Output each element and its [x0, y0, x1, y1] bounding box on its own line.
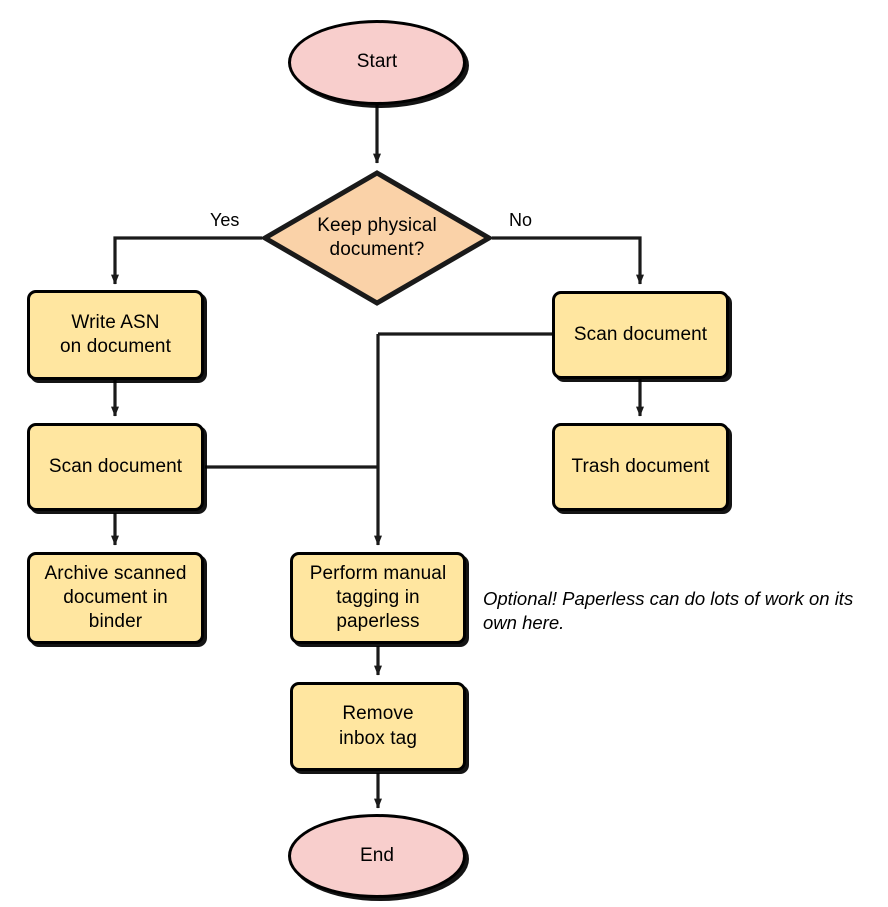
annotation-optional-note: Optional! Paperless can do lots of work …: [483, 588, 854, 634]
node-end[interactable]: End: [288, 814, 466, 898]
node-archive-scanned-document-label: Archive scanned document in binder: [44, 562, 187, 633]
node-trash-document-label: Trash document: [571, 455, 710, 477]
node-write-asn-on-document-label: Write ASN on document: [60, 311, 171, 357]
node-scan-document-left[interactable]: Scan document: [27, 423, 204, 511]
node-end-label: End: [359, 844, 395, 866]
node-scan-document-right-label: Scan document: [573, 323, 708, 345]
node-remove-inbox-tag[interactable]: Remove inbox tag: [290, 682, 466, 771]
node-trash-document[interactable]: Trash document: [552, 423, 729, 511]
node-start-label: Start: [356, 51, 398, 73]
edge-decision-to-write-asn: [111, 236, 262, 285]
diamond-shape: [262, 170, 492, 306]
node-keep-physical-document-label: Keep physical document?: [317, 214, 437, 260]
node-start[interactable]: Start: [288, 20, 466, 105]
node-scan-document-left-label: Scan document: [48, 455, 183, 477]
node-write-asn-on-document[interactable]: Write ASN on document: [27, 290, 204, 380]
edge-decision-to-scan-right: [492, 236, 644, 285]
node-perform-manual-tagging-label: Perform manual tagging in paperless: [309, 562, 447, 633]
node-scan-document-right[interactable]: Scan document: [552, 291, 729, 379]
edge-label-no: No: [509, 210, 533, 230]
node-perform-manual-tagging[interactable]: Perform manual tagging in paperless: [290, 552, 466, 644]
edge-label-yes: Yes: [210, 210, 240, 230]
node-archive-scanned-document[interactable]: Archive scanned document in binder: [27, 552, 204, 644]
node-keep-physical-document[interactable]: Keep physical document?: [262, 170, 492, 306]
node-remove-inbox-tag-label: Remove inbox tag: [338, 703, 417, 749]
